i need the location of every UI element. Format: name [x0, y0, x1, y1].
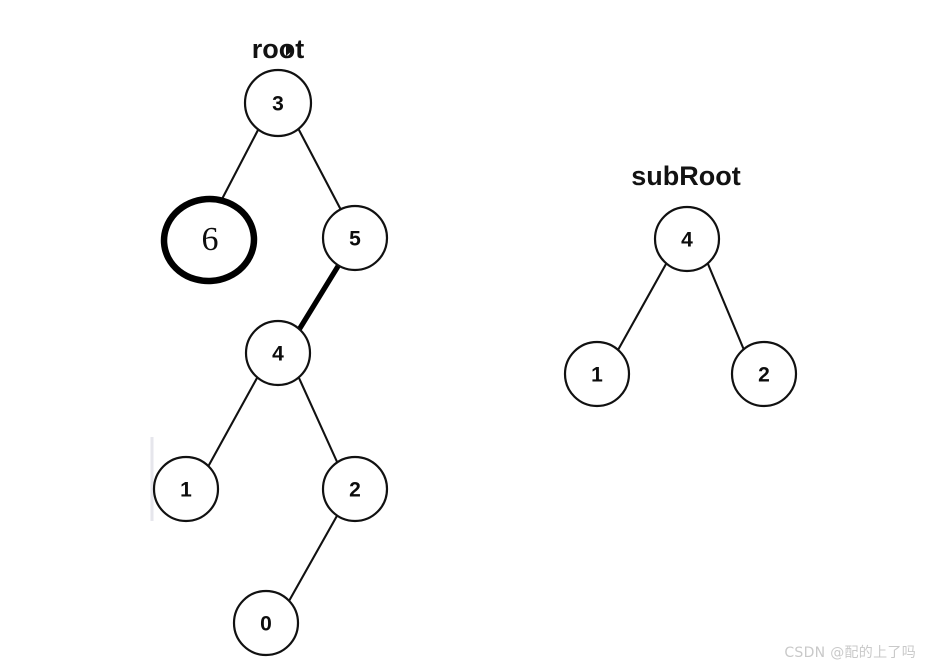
- node-circle: [321, 455, 389, 523]
- node-value: 6: [202, 221, 219, 258]
- cursor-caret-icon: [286, 44, 293, 56]
- node-circle: [321, 204, 389, 272]
- node-circle: [563, 340, 631, 408]
- edge-2-to-0: [287, 512, 340, 603]
- edge-3-to-6: [219, 128, 260, 203]
- hand-drawn-circle-marker: [160, 195, 258, 285]
- node-subroot-4[interactable]: 4: [653, 205, 721, 273]
- node-value: 4: [272, 343, 284, 366]
- node-circle: [232, 589, 300, 657]
- node-circle: [244, 319, 312, 387]
- edge-4-to-2: [297, 376, 340, 466]
- node-value: 1: [180, 479, 192, 502]
- node-value: 3: [272, 93, 284, 116]
- root-tree: root 3 6 5 4 1: [152, 34, 389, 657]
- root-tree-label: root: [252, 34, 304, 64]
- edge-3-to-5: [297, 128, 343, 212]
- node-value: 2: [349, 479, 361, 502]
- node-subroot-1[interactable]: 1: [563, 340, 631, 408]
- node-circle: [243, 68, 313, 138]
- node-value: 5: [349, 228, 361, 251]
- subroot-tree-label: subRoot: [631, 161, 740, 191]
- node-root-2[interactable]: 2: [321, 455, 389, 523]
- node-value: 4: [681, 229, 693, 252]
- node-subroot-2[interactable]: 2: [730, 340, 798, 408]
- node-circle: [152, 455, 220, 523]
- node-root-4[interactable]: 4: [244, 319, 312, 387]
- node-value: 2: [758, 364, 770, 387]
- node-circle: [653, 205, 721, 273]
- node-root-3[interactable]: 3: [243, 68, 313, 138]
- node-root-0[interactable]: 0: [232, 589, 300, 657]
- edge-5-to-4-highlight: [294, 260, 343, 336]
- node-circle: [730, 340, 798, 408]
- edge-4-to-1: [207, 376, 259, 467]
- node-root-6-circled[interactable]: 6: [160, 195, 258, 285]
- node-value: 0: [260, 613, 272, 636]
- node-root-1[interactable]: 1: [152, 455, 220, 523]
- edge-sub-4-to-2: [706, 262, 746, 352]
- subroot-tree: subRoot 4 1 2: [563, 161, 798, 408]
- edge-sub-4-to-1: [616, 262, 668, 352]
- csdn-watermark: CSDN @配的上了吗: [784, 645, 916, 661]
- node-value: 1: [591, 364, 603, 387]
- node-root-5[interactable]: 5: [321, 204, 389, 272]
